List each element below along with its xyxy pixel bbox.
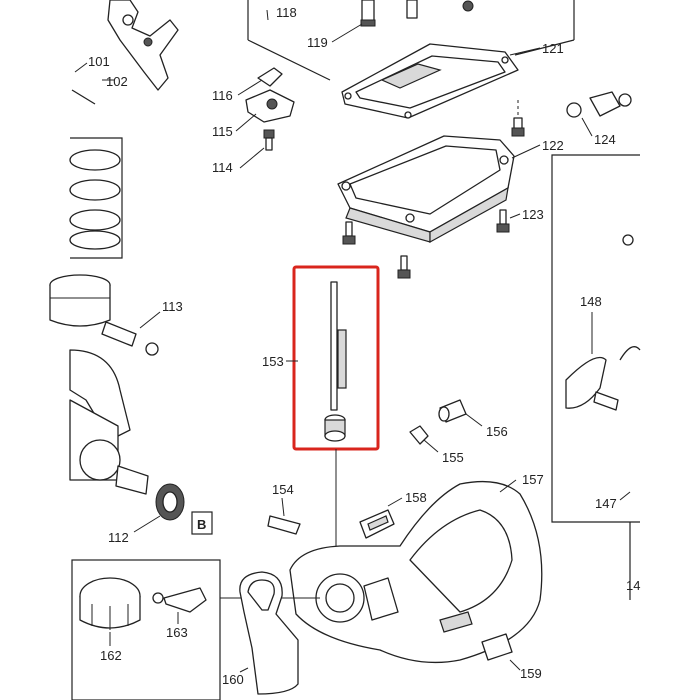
leader-115 [235,113,257,132]
leader-119 [331,23,363,43]
label-102: 102 [106,74,128,89]
mount-115 [245,89,295,123]
seal-112 [155,483,185,521]
screw-118-group [360,0,474,27]
filter-tube-153 [324,281,347,442]
tank-strap-160 [239,571,299,695]
group-box-162 [71,559,221,700]
badge-b-text: B [197,517,206,532]
fuel-tank-157 [289,480,543,664]
leader-123 [509,213,521,219]
label-14x: 14 [626,578,640,593]
lever-linkage [107,0,179,91]
label-101: 101 [88,54,110,69]
group-box-rings [70,137,123,259]
label-162: 162 [100,648,122,663]
label-119: 119 [307,35,328,50]
label-118: 118 [276,5,297,20]
frame-line-diag-left [247,39,331,81]
grommet-159 [481,633,513,661]
label-154: 154 [272,482,294,497]
knob-148 [565,234,641,411]
leader-124 [581,117,593,137]
label-124: 124 [594,132,616,147]
grommet-158 [359,509,395,539]
piston [49,274,111,327]
leader-158 [387,497,403,507]
label-157: 157 [522,472,544,487]
fitting-156 [438,399,467,423]
leader-112 [133,515,161,533]
gasket-121 [341,43,519,119]
pin-102 [71,89,96,105]
group-box-147 [551,154,640,523]
label-112: 112 [108,530,129,545]
label-148: 148 [580,294,602,309]
badge-b: B [191,511,213,535]
leader-113 [139,311,161,329]
label-115: 115 [212,124,233,139]
label-153: 153 [262,354,284,369]
label-113: 113 [162,299,183,314]
label-147: 147 [595,496,617,511]
piston-rings [69,149,121,250]
leader-122 [511,144,541,159]
leader-160 [239,667,249,673]
bolt-upper-122 [511,117,525,137]
leader-156 [465,413,483,427]
label-159: 159 [520,666,542,681]
frame-line-diag-right [514,39,575,56]
leader-114 [239,147,265,169]
leader-147 [619,491,631,501]
leader-118 [266,9,269,21]
leader-101 [74,62,88,73]
strap-163 [152,587,207,613]
label-155: 155 [442,450,464,465]
label-163: 163 [166,625,188,640]
leader-154 [281,497,285,517]
piston-pin-113 [101,321,159,356]
leader-155 [423,439,439,453]
fuel-cap-162 [79,577,141,630]
label-116: 116 [212,88,233,103]
bolt-114 [263,129,275,151]
label-114: 114 [212,160,233,175]
fitting-124 [566,91,632,118]
leader-121 [509,47,541,56]
label-123: 123 [522,207,544,222]
label-156: 156 [486,424,508,439]
label-158: 158 [405,490,427,505]
label-160: 160 [222,672,244,687]
bolts-123 [342,209,510,279]
filter-154 [267,515,301,535]
clamp-155 [409,425,429,445]
leader-159 [509,659,521,671]
leader-157 [499,479,517,493]
leader-116 [237,79,263,96]
clip-116 [257,67,283,87]
crankshaft [69,349,149,495]
label-122: 122 [542,138,564,153]
label-121: 121 [542,41,564,56]
oil-pan-122 [337,135,515,244]
